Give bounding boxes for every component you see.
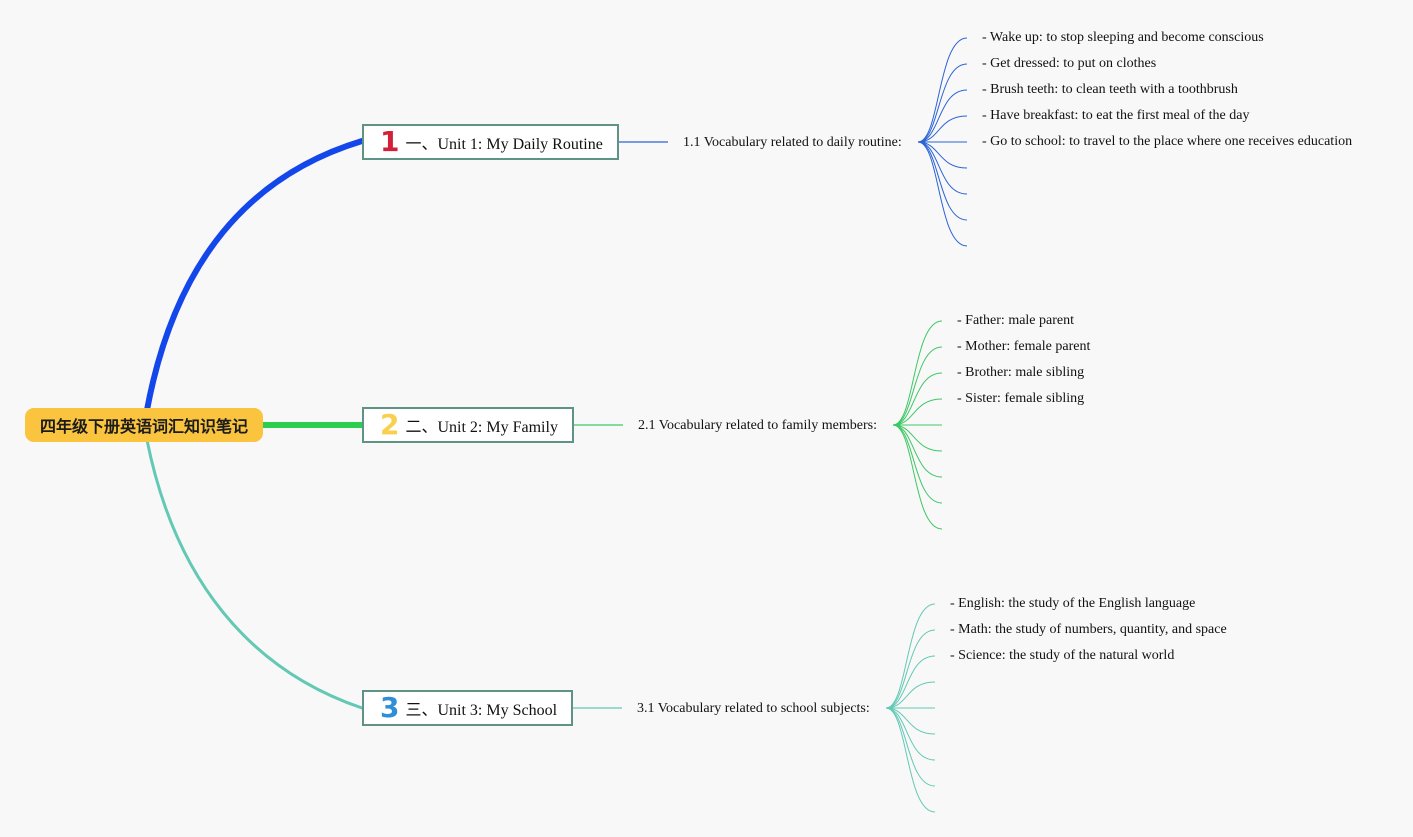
leaf-connector xyxy=(917,141,968,247)
leaf-item[interactable]: - Math: the study of numbers, quantity, … xyxy=(950,622,1227,637)
unit-number-badge: 3 xyxy=(380,691,400,724)
leaf-connector xyxy=(917,37,968,143)
leaf-item[interactable]: - Go to school: to travel to the place w… xyxy=(982,134,1353,149)
unit-node-3[interactable]: 3 三、Unit 3: My School xyxy=(362,690,573,726)
unit-node-2[interactable]: 2 二、Unit 2: My Family xyxy=(362,407,574,443)
leaf-item[interactable]: - English: the study of the English lang… xyxy=(950,596,1196,611)
leaf-connector xyxy=(917,63,968,143)
subtopic-node-3[interactable]: 3.1 Vocabulary related to school subject… xyxy=(637,701,870,716)
branch-line-unit-3 xyxy=(145,438,364,710)
root-topic-label: 四年级下册英语词汇知识笔记 xyxy=(39,417,248,436)
leaf-connector xyxy=(885,681,936,709)
unit-title: 一、Unit 1: My Daily Routine xyxy=(405,136,603,153)
leaf-item[interactable]: - Brother: male sibling xyxy=(957,365,1085,380)
leaf-item[interactable]: - Brush teeth: to clean teeth with a too… xyxy=(982,82,1238,97)
leaf-connector xyxy=(892,424,943,452)
unit-node-1[interactable]: 1 一、Unit 1: My Daily Routine xyxy=(362,124,619,160)
leaf-item[interactable]: - Father: male parent xyxy=(957,313,1075,328)
unit-title: 三、Unit 3: My School xyxy=(405,702,558,719)
unit-title: 二、Unit 2: My Family xyxy=(405,419,558,436)
leaf-connector xyxy=(885,629,936,709)
leaf-item[interactable]: - Have breakfast: to eat the first meal … xyxy=(982,108,1250,123)
leaf-connector xyxy=(885,707,936,813)
leaf-item[interactable]: - Get dressed: to put on clothes xyxy=(982,56,1157,71)
leaf-connector xyxy=(917,141,968,195)
leaf-connector xyxy=(885,603,936,709)
leaf-connector xyxy=(892,372,943,426)
leaf-connector xyxy=(917,115,968,143)
leaf-item[interactable]: - Mother: female parent xyxy=(957,339,1091,354)
leaf-connector xyxy=(892,346,943,426)
unit-number-badge: 1 xyxy=(380,125,400,158)
leaf-item[interactable]: - Sister: female sibling xyxy=(957,391,1085,406)
leaf-connector xyxy=(892,424,943,478)
unit-number-badge: 2 xyxy=(380,408,400,441)
leaf-connector xyxy=(917,141,968,169)
root-topic-node[interactable]: 四年级下册英语词汇知识笔记 xyxy=(25,408,263,442)
subtopic-node-2[interactable]: 2.1 Vocabulary related to family members… xyxy=(638,418,877,433)
leaf-connector xyxy=(917,89,968,143)
leaf-connector xyxy=(892,398,943,426)
leaf-item[interactable]: - Science: the study of the natural worl… xyxy=(950,648,1175,663)
branch-line-unit-1 xyxy=(144,138,365,413)
subtopic-node-1[interactable]: 1.1 Vocabulary related to daily routine: xyxy=(683,135,902,150)
leaf-connector xyxy=(885,707,936,787)
leaf-connector xyxy=(885,655,936,709)
leaf-connector xyxy=(892,424,943,504)
leaf-connector xyxy=(892,424,943,530)
leaf-connector xyxy=(885,707,936,735)
leaf-connector xyxy=(885,707,936,761)
leaf-connector xyxy=(892,320,943,426)
leaf-connector xyxy=(917,141,968,221)
leaf-item[interactable]: - Wake up: to stop sleeping and become c… xyxy=(982,30,1264,45)
